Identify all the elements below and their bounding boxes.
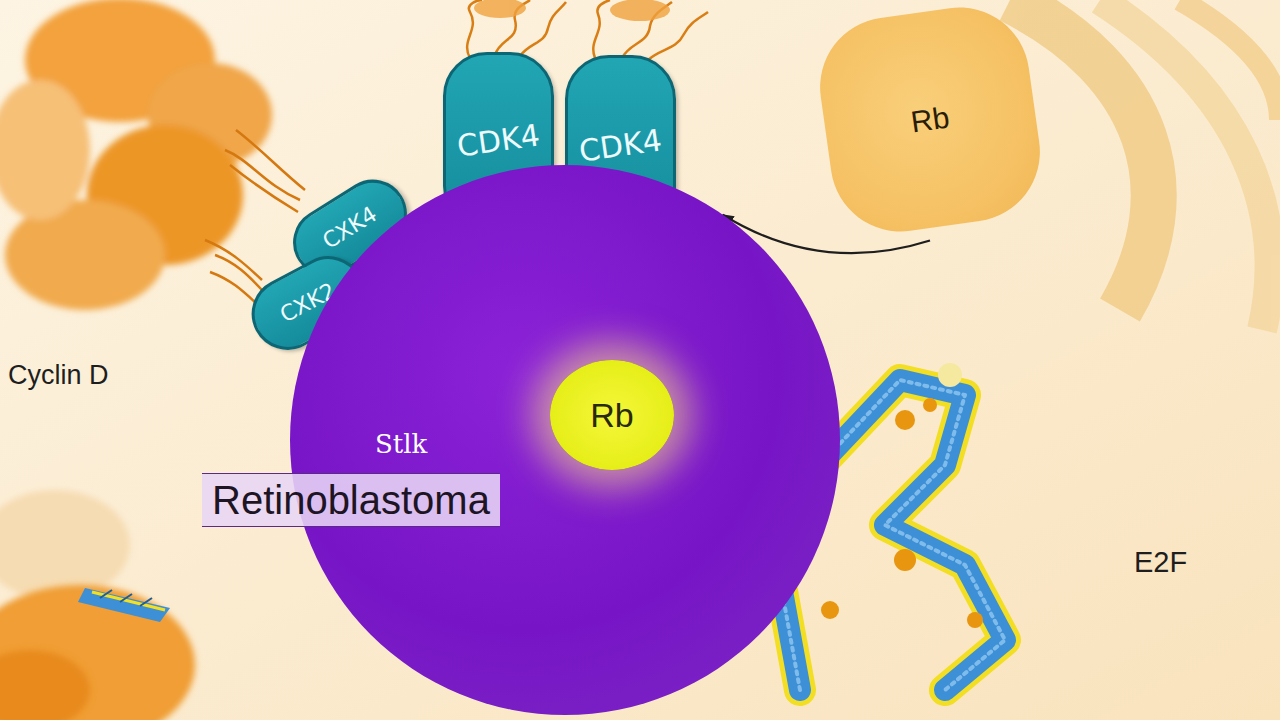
cell-title: Retinoblastoma [202, 473, 500, 527]
beige-bands [1010, 0, 1280, 330]
rb-nucleus: Rb [550, 360, 674, 470]
protein-label: E2F [1134, 546, 1187, 579]
e2f-protein-bits [821, 363, 983, 628]
rb-protein: Rb [811, 0, 1049, 241]
protein-name: CDK4 [576, 122, 663, 169]
cyclin-blobs [0, 0, 272, 310]
protein-name: CDK4 [454, 117, 541, 164]
protein-name: Rb [908, 99, 951, 140]
top-protein-blobs [474, 0, 670, 21]
bottom-left-protein [0, 490, 195, 720]
protein-name: Rb [590, 395, 633, 436]
cell-label: Stlk [375, 165, 427, 461]
cell-body: StlkRetinoblastomaRb [290, 165, 840, 715]
protein-label: Cyclin D [8, 360, 109, 391]
